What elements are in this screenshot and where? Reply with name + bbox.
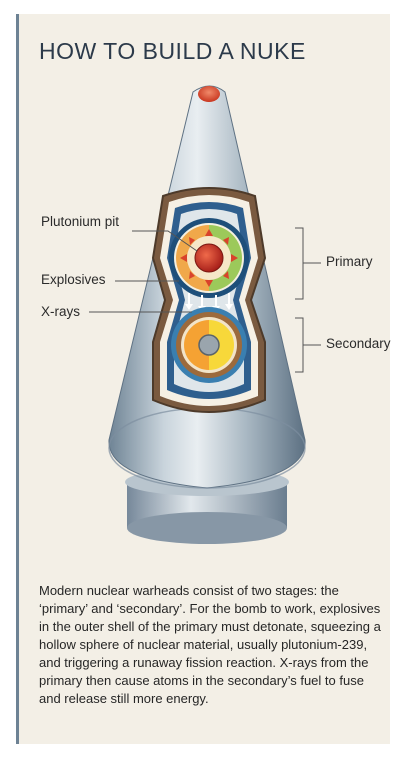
secondary-stage <box>171 307 247 383</box>
label-primary: Primary <box>326 254 373 269</box>
caption-text: Modern nuclear warheads consist of two s… <box>39 582 389 708</box>
infographic-panel: HOW TO BUILD A NUKE <box>16 14 390 744</box>
warhead-tip <box>198 86 220 102</box>
page-title: HOW TO BUILD A NUKE <box>39 38 306 65</box>
label-plutonium-pit: Plutonium pit <box>41 214 119 229</box>
warhead-diagram <box>19 84 389 574</box>
primary-stage <box>169 218 249 298</box>
label-explosives: Explosives <box>41 272 106 287</box>
label-xrays: X-rays <box>41 304 80 319</box>
label-secondary: Secondary <box>326 336 391 351</box>
plutonium-pit <box>195 244 223 272</box>
